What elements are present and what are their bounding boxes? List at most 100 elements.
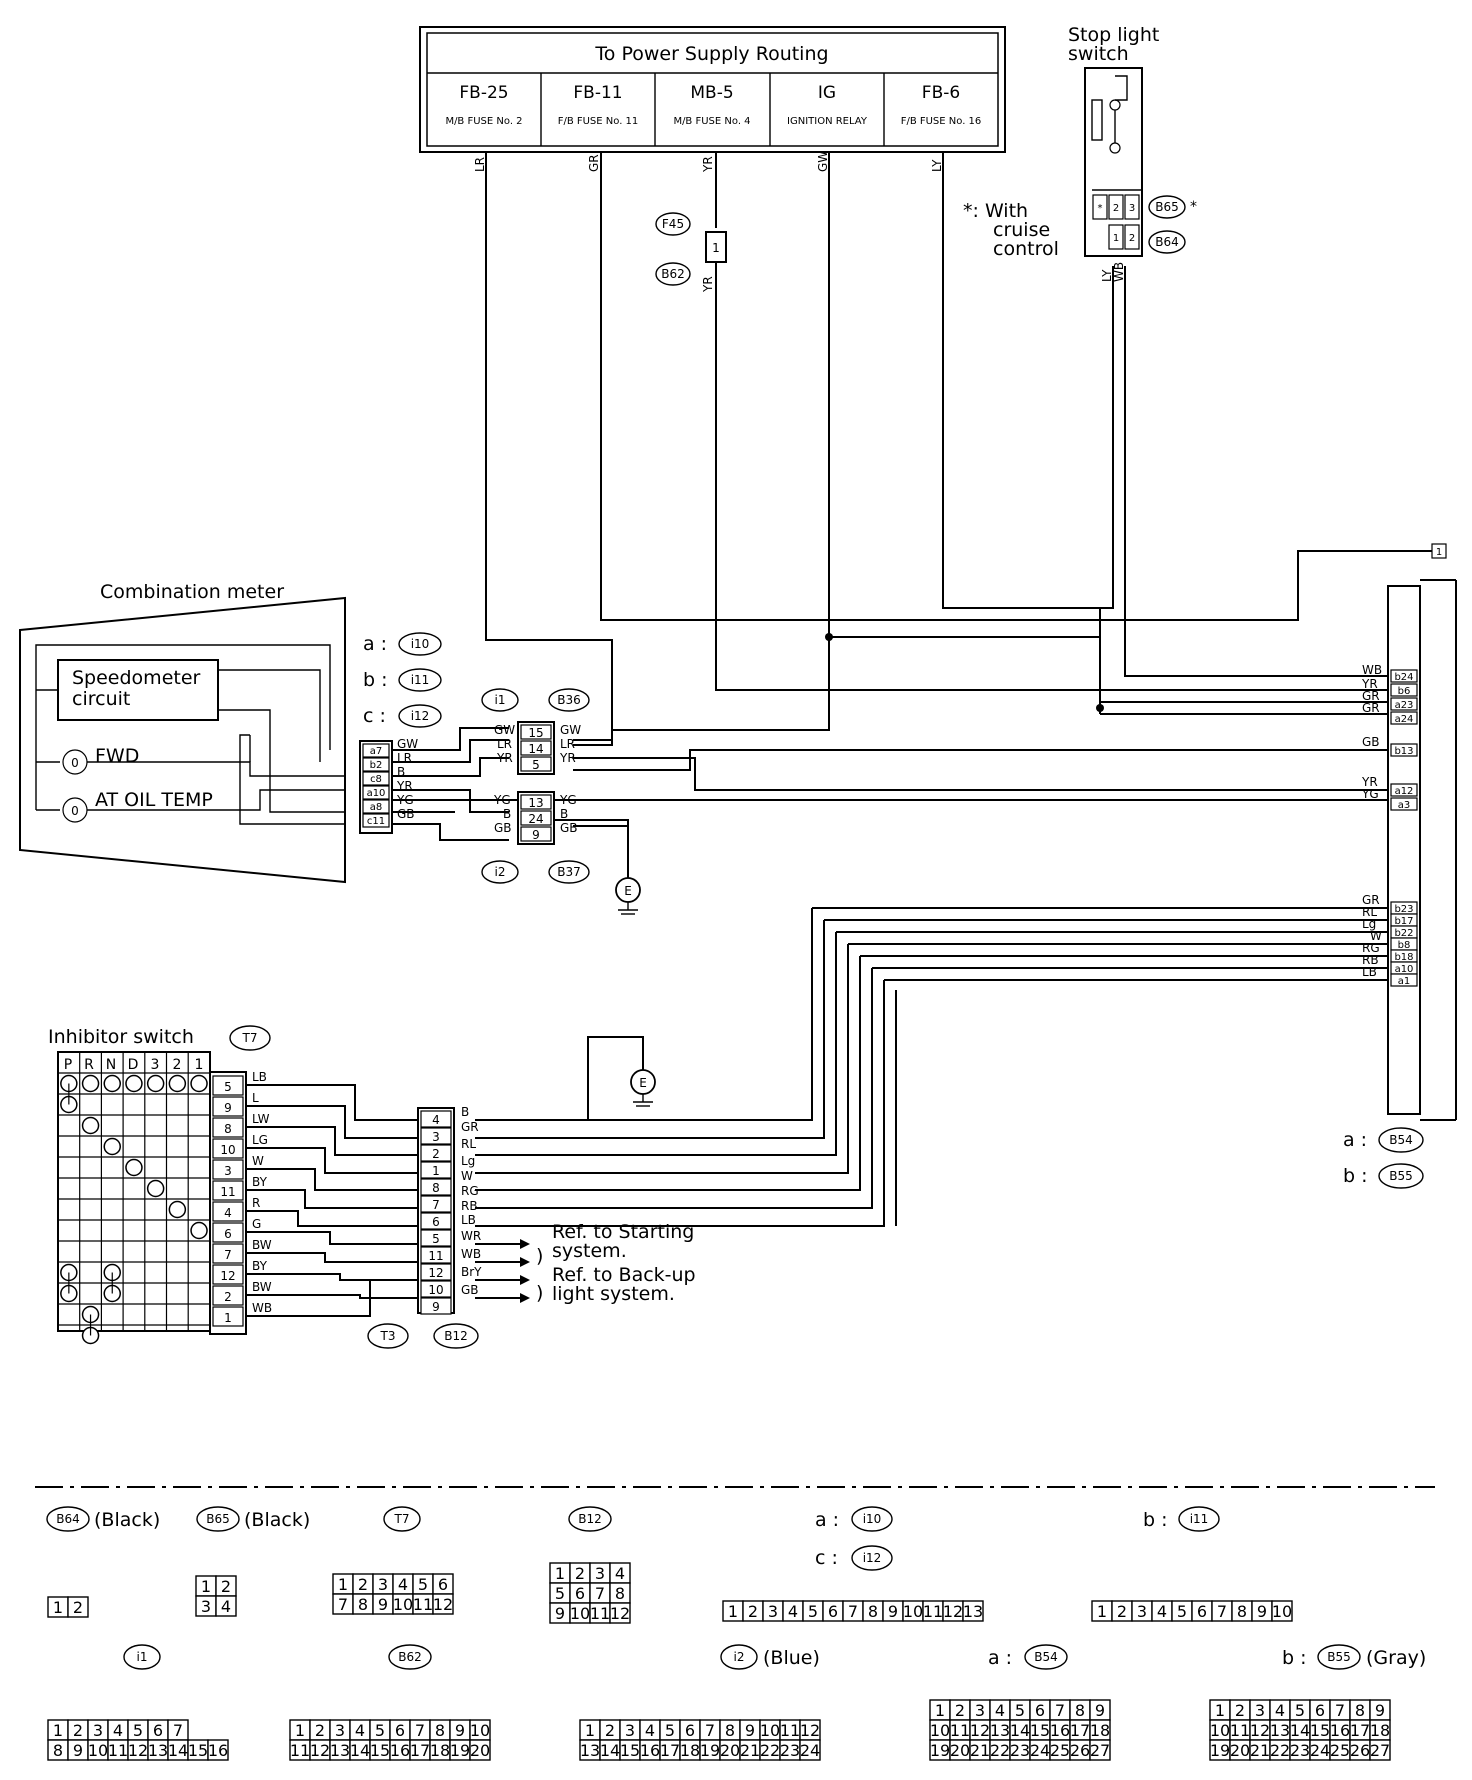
ecu-note-b: b : [1343, 1165, 1368, 1187]
stop-light-title: Stop light [1068, 24, 1159, 46]
legend-pin-number: 5 [1295, 1701, 1305, 1720]
legend-pin-number: 11 [413, 1595, 433, 1614]
wires [380, 152, 1436, 1303]
legend-pin-number: 15 [370, 1741, 390, 1760]
legend-pin-number: 23 [1290, 1741, 1310, 1760]
ecu-pin: a23 [1395, 700, 1414, 711]
legend-pin-number: 15 [1310, 1721, 1330, 1740]
legend-pin-number: 6 [438, 1575, 448, 1594]
meter-pin: c11 [367, 816, 385, 827]
legend-pin-number: 11 [950, 1721, 970, 1740]
wire-label: YR [396, 779, 413, 793]
legend-pin-number: 13 [1270, 1721, 1290, 1740]
legend-pin-number: 2 [748, 1602, 758, 1621]
legend-pin-number: 18 [680, 1741, 700, 1760]
legend-b64: B64 [56, 1512, 80, 1526]
legend-pin-number: 11 [590, 1604, 610, 1623]
wire-label: YR [496, 751, 513, 765]
power-supply-box: To Power Supply Routing FB-25 M/B FUSE N… [419, 26, 1006, 153]
wire-label: BW [252, 1238, 272, 1252]
combination-meter: Combination meter Speedometer circuit 0 … [19, 581, 442, 884]
connector-f45: F45 [662, 217, 684, 231]
legend-pin-number: 1 [728, 1602, 738, 1621]
fuse-pin: 1 [712, 241, 720, 255]
continuity-dot [81, 1074, 100, 1093]
cruise-note: *: With [963, 200, 1028, 222]
wire-label: GB [397, 807, 415, 821]
joint-i2-b37: 13 24 9 YG B GB YG B GB i2 B37 [481, 791, 590, 884]
legend-pin-number: 7 [1217, 1602, 1227, 1621]
legend-pin-number: 10 [470, 1721, 490, 1740]
inh-pin: 5 [224, 1080, 232, 1094]
legend-pin-cell [469, 1739, 491, 1761]
fuse-id: FB-11 [573, 83, 622, 103]
legend-pin-number: 7 [415, 1721, 425, 1740]
switch-pin: * [1098, 203, 1103, 214]
legend-pin-number: 9 [1095, 1701, 1105, 1720]
legend-pin-number: 8 [1075, 1701, 1085, 1720]
connector-t3: T3 [380, 1329, 396, 1343]
wire-label: GR [461, 1120, 479, 1134]
legend-pin-number: 6 [1315, 1701, 1325, 1720]
legend-pin-number: 5 [665, 1721, 675, 1740]
legend-pin-number: 18 [1370, 1721, 1390, 1740]
position-label: 2 [173, 1057, 182, 1073]
fuse-desc: M/B FUSE No. 4 [673, 116, 750, 127]
legend-pin-number: 23 [1010, 1741, 1030, 1760]
wire-label: W [1370, 929, 1382, 943]
legend-pin-number: 4 [1275, 1701, 1285, 1720]
wire-label: RG [461, 1184, 479, 1198]
legend-pin-cell [1089, 1739, 1111, 1761]
legend-pin-number: 21 [970, 1741, 990, 1760]
continuity-dot [146, 1179, 165, 1198]
wire-label: WB [461, 1247, 481, 1261]
legend-pin-number: 3 [975, 1701, 985, 1720]
continuity-dot [190, 1221, 208, 1240]
legend-pin-number: 16 [640, 1741, 660, 1760]
b12-pin: 7 [432, 1198, 440, 1212]
legend-pin-number: 9 [745, 1721, 755, 1740]
legend-pin-number: 27 [1370, 1741, 1390, 1760]
connector-b65-star: * [1190, 199, 1197, 215]
legend-pin-number: 12 [610, 1604, 630, 1623]
wire-label: YR [1361, 677, 1378, 691]
wire-label: GW [494, 723, 515, 737]
legend-pin-number: 20 [950, 1741, 970, 1760]
legend-b54: B54 [1034, 1650, 1058, 1664]
legend-pin-number: 20 [720, 1741, 740, 1760]
ecu-pin: a24 [1395, 714, 1414, 725]
meter-pin: b2 [370, 760, 383, 771]
legend-pin-number: 6 [395, 1721, 405, 1740]
legend-pin-number: 13 [990, 1721, 1010, 1740]
position-label: 1 [195, 1057, 204, 1073]
legend-pin-number: 12 [310, 1741, 330, 1760]
connector-b37: B37 [557, 865, 581, 879]
legend-pin-number: 3 [768, 1602, 778, 1621]
position-label: N [106, 1057, 116, 1073]
legend-a: a : [815, 1509, 839, 1531]
legend-pin-number: 5 [375, 1721, 385, 1740]
legend-pin-number: 2 [73, 1598, 83, 1617]
legend-pin-number: 7 [338, 1595, 348, 1614]
legend-pin-number: 12 [800, 1721, 820, 1740]
legend-pin-number: 3 [595, 1564, 605, 1583]
legend-pin-number: 14 [350, 1741, 370, 1760]
wire-label: WB [1112, 262, 1126, 282]
fuse-f45: 1 F45 B62 YR [655, 212, 727, 293]
b12-pin: 6 [432, 1215, 440, 1229]
wire-label: LR [497, 737, 512, 751]
b12-pin: 12 [428, 1266, 443, 1280]
legend-pin-number: 16 [208, 1741, 228, 1760]
ecu-upper-pins: b24 b6 a23 a24 b13 a12 a3 WB YR GR GR GB… [1361, 663, 1418, 811]
wire-label: RB [461, 1199, 478, 1213]
fuse-desc: F/B FUSE No. 11 [558, 116, 639, 127]
continuity-dot [168, 1074, 187, 1093]
ground-label: E [639, 1076, 647, 1090]
b12-pin: 1 [432, 1164, 440, 1178]
speedo-label-2: circuit [72, 688, 130, 710]
meter-pin: a8 [370, 802, 383, 813]
b12-pin: 3 [432, 1130, 440, 1144]
connector-b65: B65 [1155, 200, 1179, 214]
legend-pin-number: 3 [1137, 1602, 1147, 1621]
inh-pin: 8 [224, 1122, 232, 1136]
